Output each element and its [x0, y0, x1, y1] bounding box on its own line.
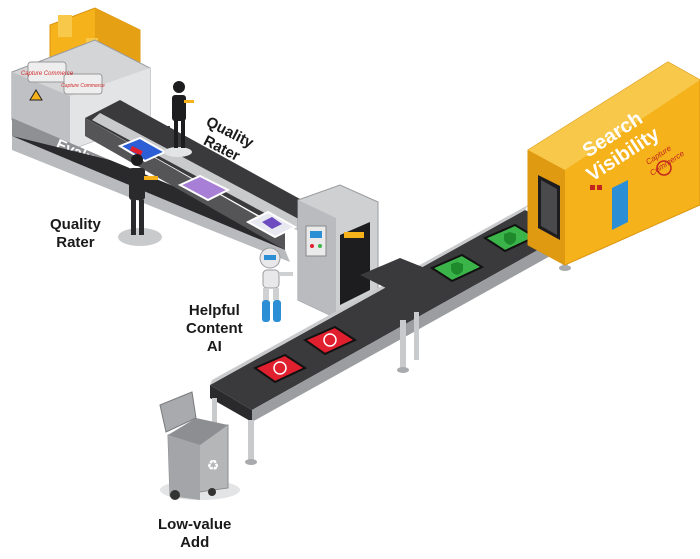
label-line: Content [186, 320, 243, 337]
warning-icon [29, 89, 43, 101]
warning-circle-icon [323, 333, 337, 347]
label-line: Rater [56, 234, 95, 251]
ai-gate [297, 184, 379, 319]
label-helpful-ai: Helpful Content AI [186, 302, 243, 356]
conveyor-leg [212, 398, 217, 426]
rejected-item-2 [302, 325, 358, 356]
label-line: Quality [50, 216, 101, 233]
helpful-ai-robot [259, 247, 293, 322]
conveyor-leg [248, 420, 254, 462]
label-line: Helpful [188, 302, 240, 319]
quality-rater-standing-left [118, 154, 162, 246]
label-line: AI [206, 338, 222, 355]
robot-icon [262, 269, 280, 289]
warning-circle-icon [273, 361, 287, 375]
label-line: Add [180, 534, 210, 551]
conveyor-leg [400, 320, 406, 370]
door-panel [612, 180, 628, 230]
belt-item-tablet-2 [177, 174, 231, 202]
shield-check-icon [504, 232, 516, 245]
conveyor-leg [414, 312, 419, 360]
inspection-conveyor [12, 100, 320, 262]
brand-top: Capture Commerce [21, 71, 74, 77]
recycle-icon: ♻ [207, 457, 220, 473]
rejected-item-1 [252, 353, 308, 384]
brand-logo-icon [656, 160, 672, 176]
label-quality-rater-left: Quality Rater [50, 216, 101, 252]
belt-item-tablet-3 [245, 210, 298, 239]
brand-panel [27, 61, 67, 83]
brand-small: Capture Commerce [61, 83, 105, 89]
label-line: Low-value [158, 516, 232, 533]
low-value-bin: ♻ [159, 391, 240, 500]
person-icon [173, 81, 185, 93]
search-visibility-machine: Search Visibility Capture Commerce [527, 61, 700, 266]
main-conveyor [210, 205, 571, 465]
shield-check-icon [451, 262, 463, 275]
person-icon [131, 154, 143, 166]
quality-rater-standing-top [161, 81, 194, 157]
label-low-value: Low-value Add [158, 516, 231, 552]
approved-item-1 [429, 253, 485, 283]
